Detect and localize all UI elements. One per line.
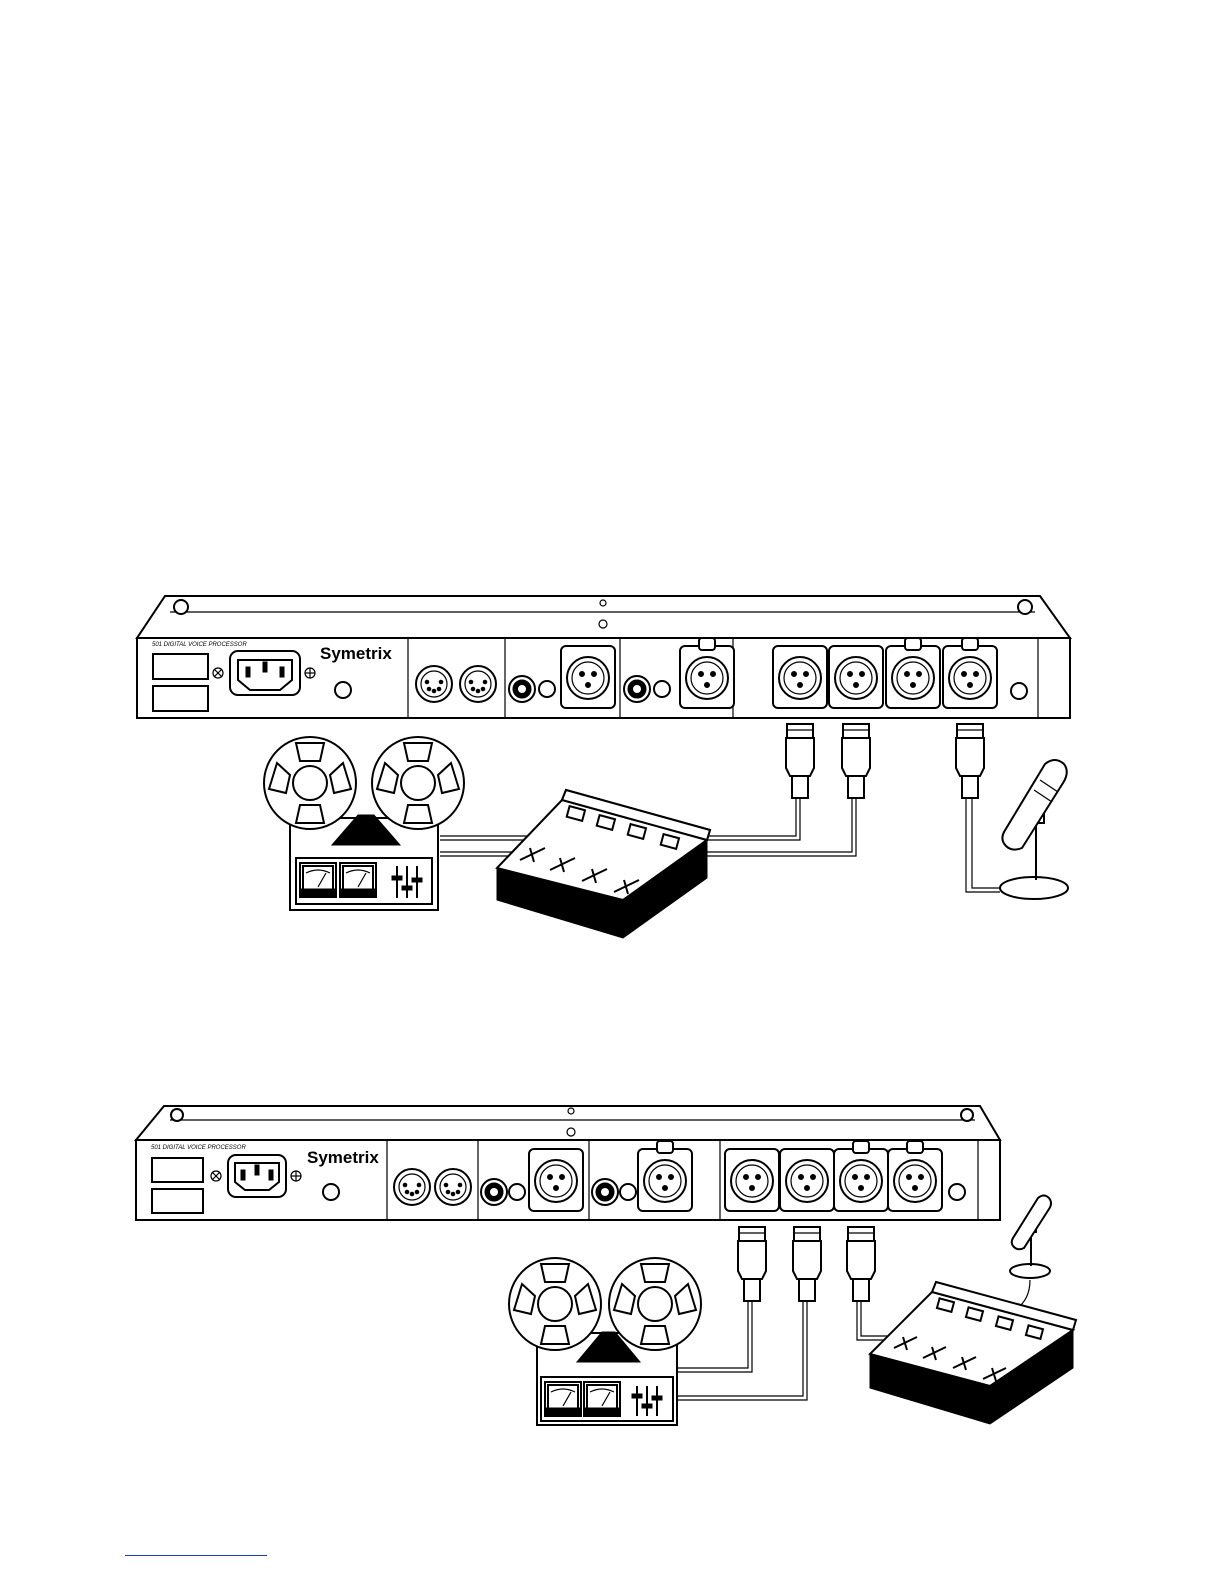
rca-jack-1 bbox=[481, 1179, 507, 1205]
brand-label: Symetrix bbox=[320, 644, 392, 663]
level-knob bbox=[323, 1184, 339, 1200]
microphone-1 bbox=[1000, 760, 1068, 899]
xlr-plug-a bbox=[786, 724, 814, 798]
processor-unit-2: 501 DIGITAL VOICE PROCESSOR Symetrix bbox=[136, 1106, 1000, 1220]
tape-machine-2 bbox=[509, 1258, 701, 1425]
processor-unit-1: 501 DIGITAL VOICE PROCESSOR Symetrix bbox=[137, 596, 1070, 718]
xlr-jack-b bbox=[829, 646, 883, 708]
rca-jack-2 bbox=[624, 676, 650, 702]
xlr-plug-mixer bbox=[847, 1227, 875, 1301]
xlr-jack-c bbox=[834, 1141, 888, 1211]
xlr-output-1 bbox=[680, 638, 734, 708]
level-knob bbox=[335, 682, 351, 698]
xlr-plug-b bbox=[793, 1227, 821, 1301]
tape-machine-1 bbox=[264, 737, 464, 910]
switch-1 bbox=[509, 1184, 525, 1200]
switch-2 bbox=[620, 1184, 636, 1200]
midi-in-jack bbox=[416, 666, 452, 702]
xlr-jack-a bbox=[725, 1149, 779, 1211]
xlr-output-1 bbox=[638, 1141, 692, 1211]
footer-rule bbox=[125, 1555, 267, 1556]
midi-in-jack bbox=[394, 1169, 430, 1205]
rca-jack-1 bbox=[509, 676, 535, 702]
diagram-2: 501 DIGITAL VOICE PROCESSOR Symetrix bbox=[136, 1106, 1076, 1425]
microphone-2 bbox=[1010, 1196, 1051, 1279]
xlr-jack-b bbox=[780, 1149, 834, 1211]
xlr-plug-mic bbox=[956, 724, 984, 798]
xlr-input-1 bbox=[561, 646, 615, 708]
mixer-1 bbox=[497, 790, 710, 938]
switch-2 bbox=[654, 681, 670, 697]
xlr-plug-a bbox=[738, 1227, 766, 1301]
xlr-jack-d bbox=[888, 1141, 942, 1211]
midi-out-jack bbox=[435, 1169, 471, 1205]
model-label: 501 DIGITAL VOICE PROCESSOR bbox=[152, 642, 247, 648]
mic-gain-knob bbox=[949, 1184, 965, 1200]
rca-jack-2 bbox=[592, 1179, 618, 1205]
midi-out-jack bbox=[460, 666, 496, 702]
xlr-plug-b bbox=[842, 724, 870, 798]
mic-gain-knob bbox=[1011, 683, 1027, 699]
xlr-jack-d bbox=[943, 638, 997, 708]
diagram-1: 501 DIGITAL VOICE PROCESSOR Symetrix bbox=[137, 596, 1070, 938]
xlr-input-1 bbox=[529, 1149, 583, 1211]
switch-1 bbox=[539, 681, 555, 697]
xlr-jack-a bbox=[773, 646, 827, 708]
mixer-2 bbox=[870, 1282, 1076, 1424]
model-label: 501 DIGITAL VOICE PROCESSOR bbox=[151, 1145, 246, 1151]
xlr-jack-c bbox=[886, 638, 940, 708]
brand-label: Symetrix bbox=[307, 1148, 379, 1167]
